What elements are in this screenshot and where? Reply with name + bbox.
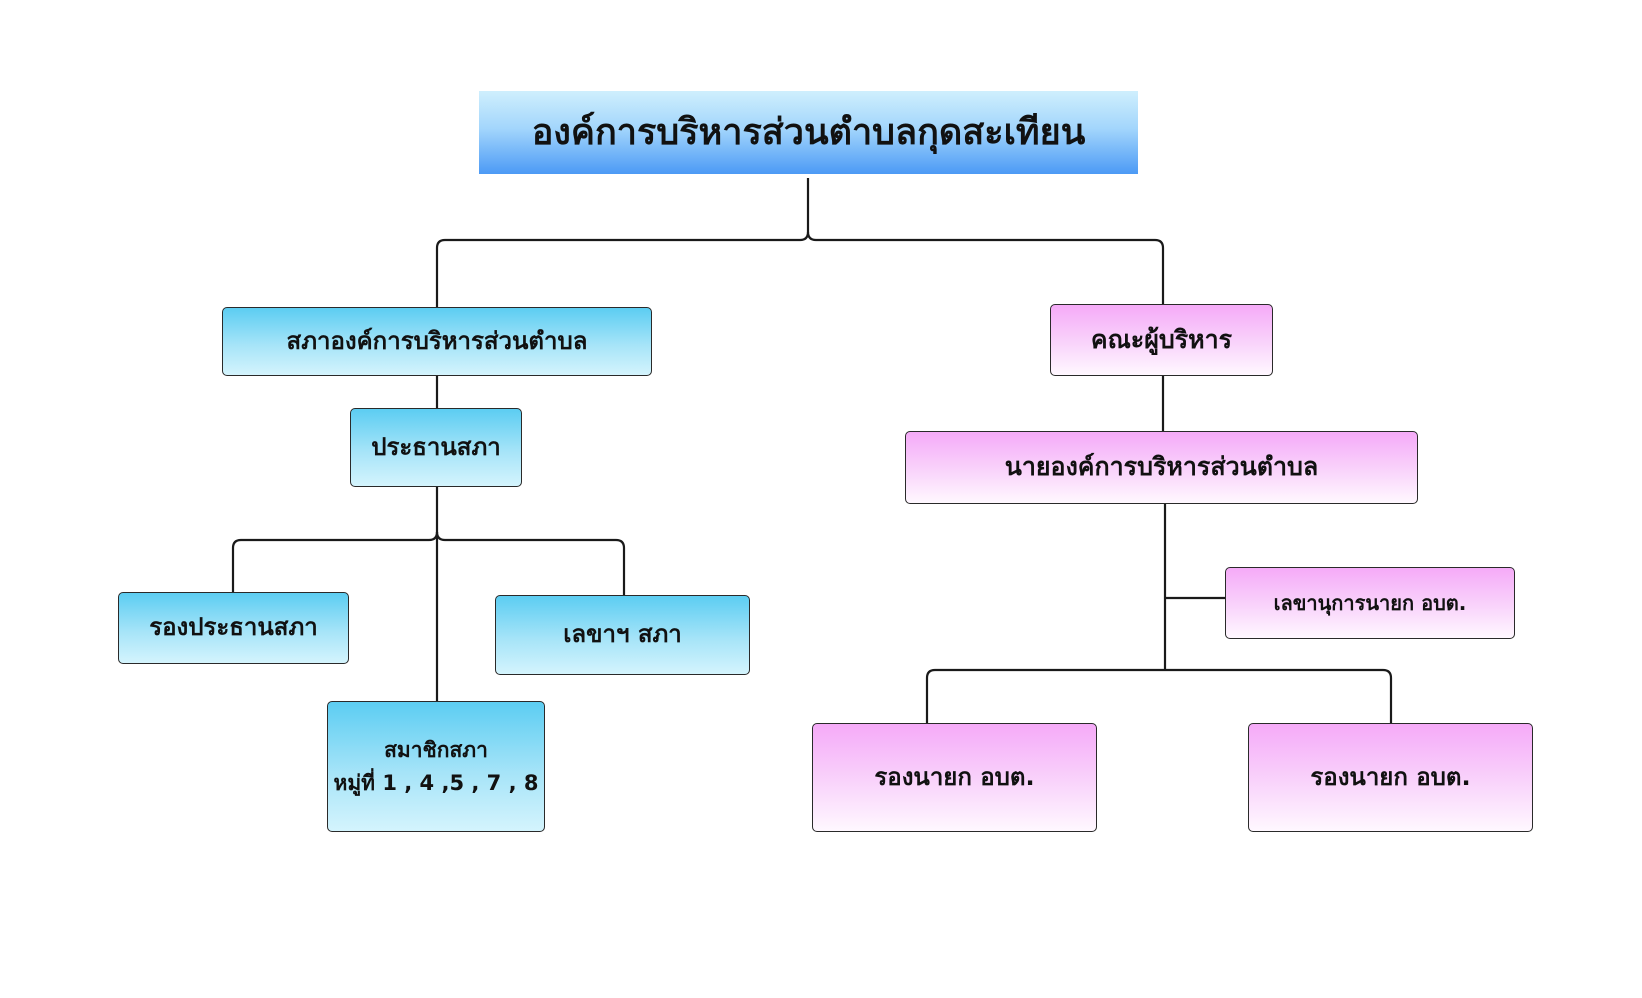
deputy-mayor-2-label: รองนายก อบต. <box>1310 762 1471 791</box>
council-secretary-box: เลขาฯ สภา <box>495 595 750 675</box>
connector-mayor-right <box>1165 668 1393 723</box>
connector-root-split <box>435 178 810 307</box>
deputy-mayor-2-box: รองนายก อบต. <box>1248 723 1533 832</box>
council-members-title: สมาชิกสภา <box>384 737 488 762</box>
council-box: สภาองค์การบริหารส่วนตำบล <box>222 307 652 376</box>
connector-chairman-left <box>231 531 439 592</box>
root-title: องค์การบริหารส่วนตำบลกุดสะเทียน <box>531 111 1086 153</box>
executive-box: คณะผู้บริหาร <box>1050 304 1273 376</box>
connector-chairman-right <box>435 531 626 595</box>
mayor-box: นายองค์การบริหารส่วนตำบล <box>905 431 1418 504</box>
connector-root-right <box>806 231 1165 304</box>
chairman-box: ประธานสภา <box>350 408 522 487</box>
council-label: สภาองค์การบริหารส่วนตำบล <box>286 326 588 355</box>
council-secretary-label: เลขาฯ สภา <box>563 620 682 649</box>
council-members-box: สมาชิกสภา หมู่ที่ 1 , 4 ,5 , 7 , 8 <box>327 701 545 832</box>
mayor-secretary-box: เลขานุการนายก อบต. <box>1225 567 1515 639</box>
executive-label: คณะผู้บริหาร <box>1090 324 1233 354</box>
mayor-label: นายองค์การบริหารส่วนตำบล <box>1004 452 1319 482</box>
deputy-mayor-1-box: รองนายก อบต. <box>812 723 1097 832</box>
council-members-villages: หมู่ที่ 1 , 4 ,5 , 7 , 8 <box>333 770 539 795</box>
root-title-box: องค์การบริหารส่วนตำบลกุดสะเทียน <box>479 91 1138 174</box>
connector-mayor-left <box>925 668 1165 723</box>
chairman-label: ประธานสภา <box>371 432 501 461</box>
mayor-secretary-label: เลขานุการนายก อบต. <box>1273 590 1467 615</box>
vice-chairman-label: รองประธานสภา <box>149 613 318 642</box>
vice-chairman-box: รองประธานสภา <box>118 592 349 664</box>
deputy-mayor-1-label: รองนายก อบต. <box>874 762 1035 791</box>
